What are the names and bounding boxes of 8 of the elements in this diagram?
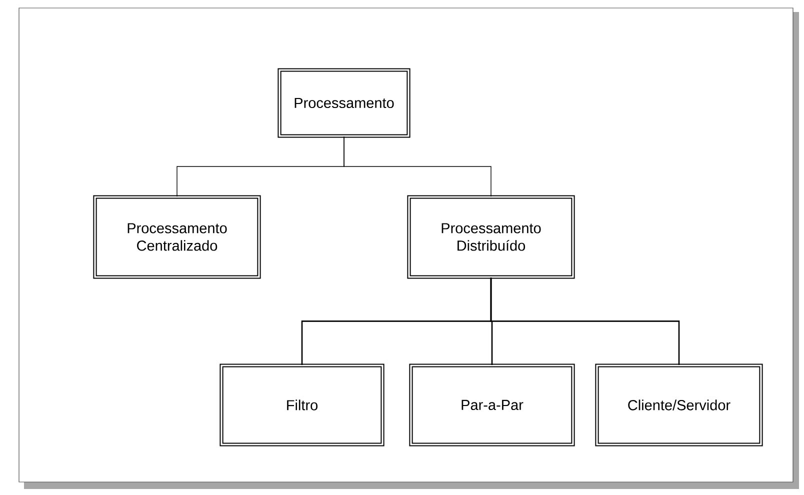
process-box: Processamento — [278, 68, 410, 138]
connector-line — [344, 136, 492, 197]
process-box: Processamento Distribuído — [407, 195, 575, 279]
connector-line — [490, 278, 680, 365]
process-box: Filtro — [220, 364, 384, 446]
process-box: Cliente/Servidor — [595, 364, 763, 446]
process-box: Processamento Centralizado — [93, 195, 261, 279]
process-box: Par-a-Par — [409, 364, 575, 446]
